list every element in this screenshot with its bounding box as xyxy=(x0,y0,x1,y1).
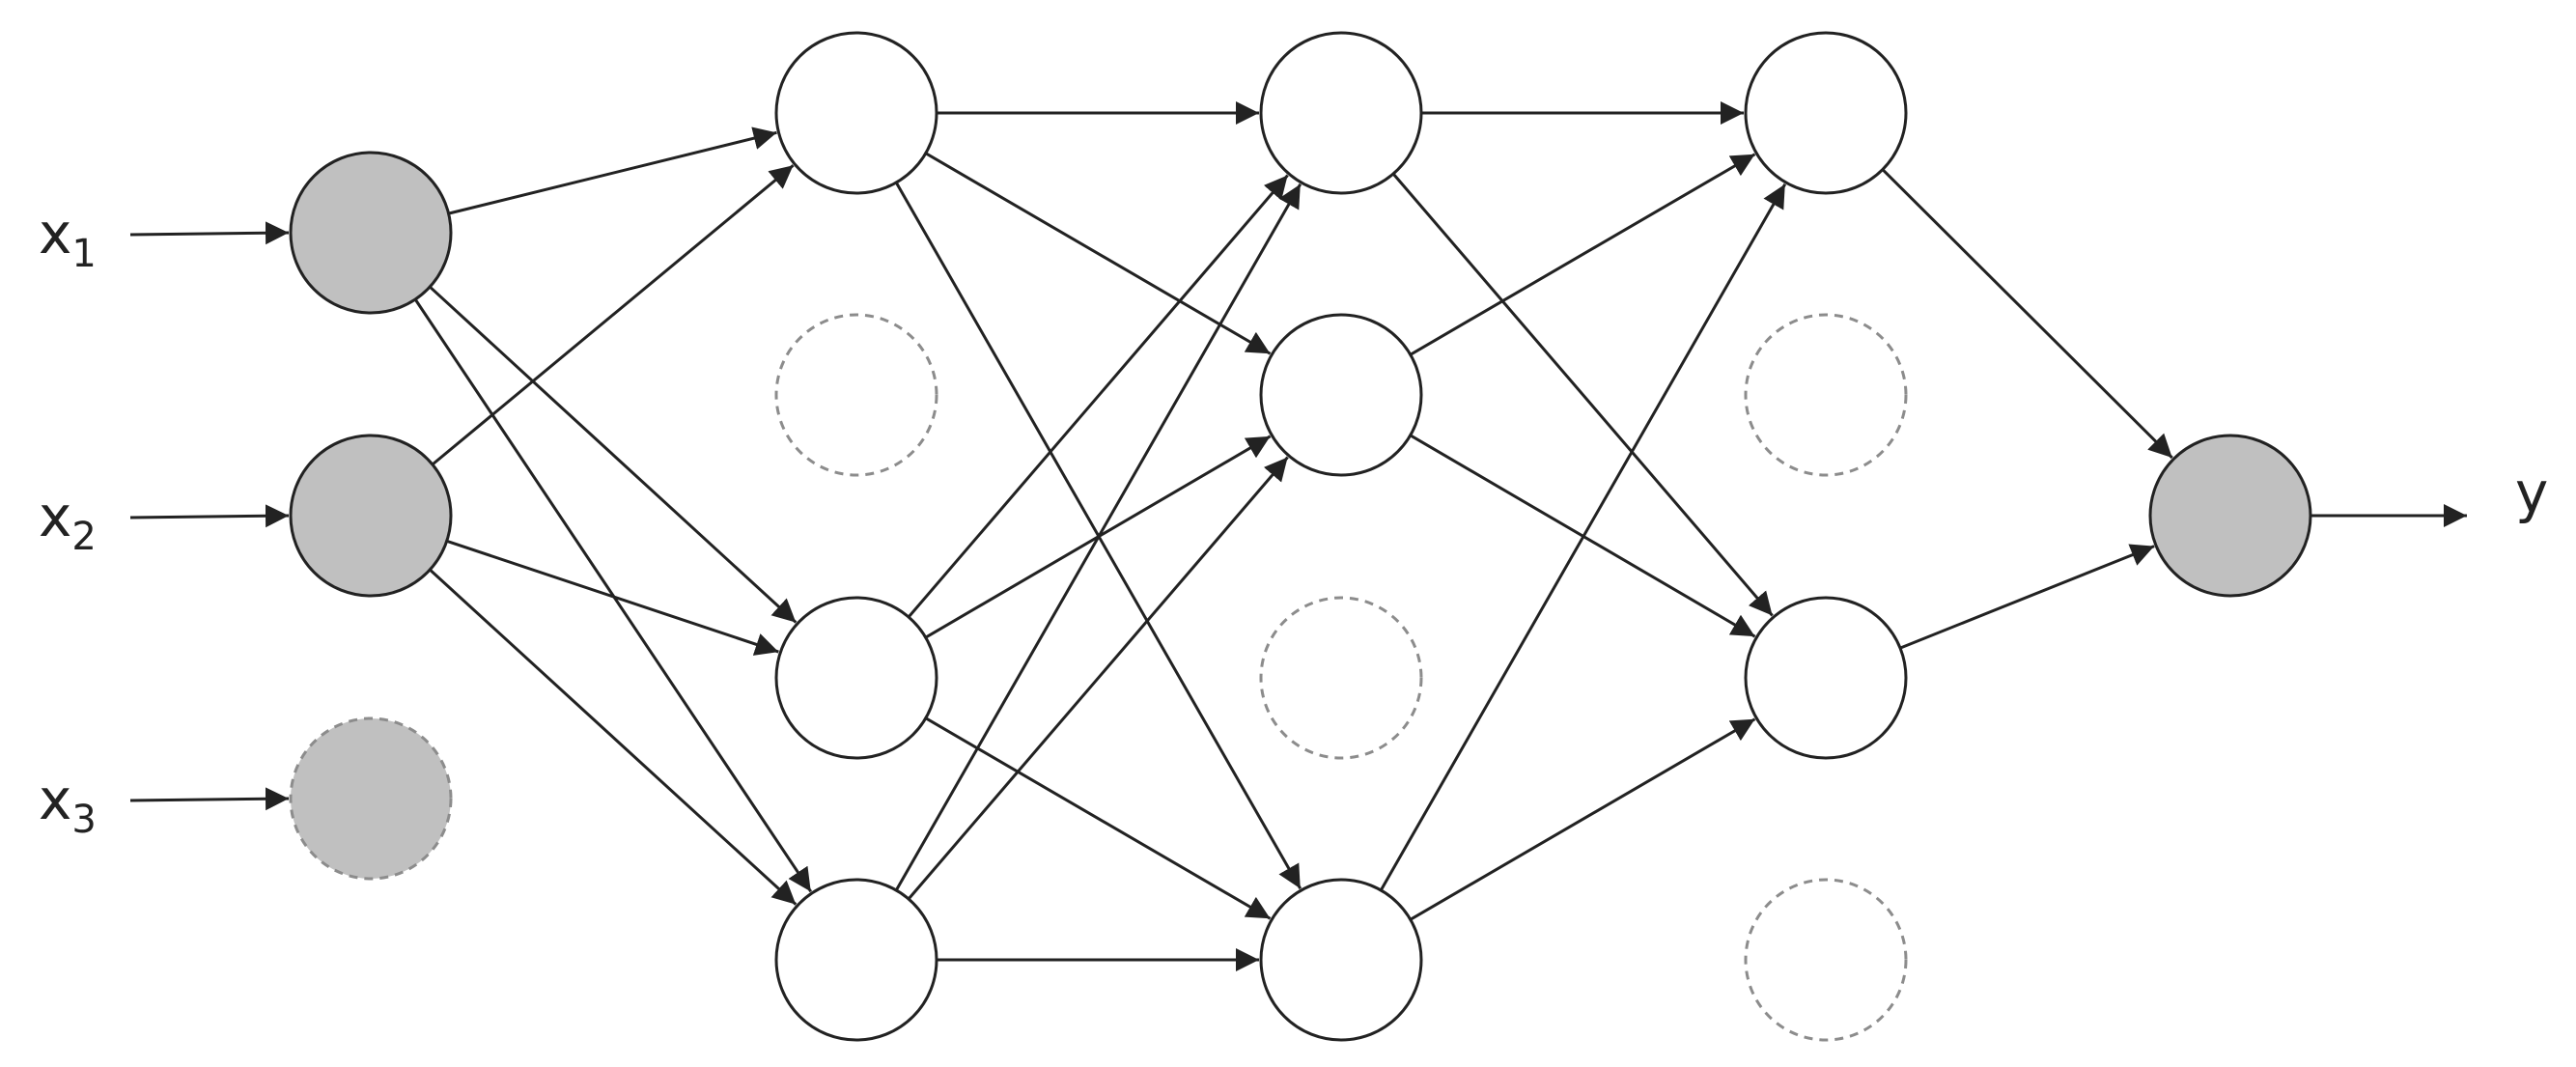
neuron-hidden2-4 xyxy=(1259,878,1423,1042)
neuron-hidden1-3 xyxy=(774,596,938,760)
connection-hidden1-1-to-hidden2-2 xyxy=(924,152,1272,355)
dropped-neuron-hidden3-2 xyxy=(1744,313,1908,477)
input-label-x1-subscript: 1 xyxy=(71,232,96,276)
connection-input-1-to-hidden1-1 xyxy=(448,126,777,215)
input-arrow-1 xyxy=(129,221,290,245)
input-label-x3-subscript: 3 xyxy=(71,798,96,842)
connection-hidden2-1-to-hidden3-3 xyxy=(1391,173,1774,617)
neuron-hidden2-1 xyxy=(1259,31,1423,195)
neuron-input-1 xyxy=(289,151,453,315)
dropped-neuron-input-3 xyxy=(289,716,453,881)
connections-group xyxy=(129,101,2467,971)
connection-hidden1-4-to-hidden2-2 xyxy=(907,456,1289,900)
neuron-hidden3-3 xyxy=(1744,596,1908,760)
connection-hidden1-3-to-hidden2-4 xyxy=(924,716,1272,920)
neuron-hidden1-4 xyxy=(774,878,938,1042)
dropped-neuron-hidden2-3 xyxy=(1259,596,1423,760)
connection-hidden3-1-to-output-1 xyxy=(1881,168,2173,460)
input-arrow-2 xyxy=(129,504,290,528)
input-arrow-3 xyxy=(129,787,290,811)
input-label-x2: x2 xyxy=(39,484,97,559)
dropped-neuron-hidden3-4 xyxy=(1744,878,1908,1042)
connection-hidden2-4-to-hidden3-1 xyxy=(1379,183,1787,891)
connection-input-1-to-hidden1-3 xyxy=(429,285,798,624)
connection-hidden3-3-to-output-1 xyxy=(1899,544,2155,650)
input-label-x1: x1 xyxy=(39,201,97,276)
connection-hidden2-4-to-hidden3-3 xyxy=(1409,717,1756,921)
neuron-output-1 xyxy=(2148,434,2312,598)
connection-input-2-to-hidden1-1 xyxy=(431,164,795,466)
neuron-input-2 xyxy=(289,434,453,598)
input-label-x3: x3 xyxy=(39,767,97,842)
neuron-hidden1-1 xyxy=(774,31,938,195)
neuron-hidden3-1 xyxy=(1744,31,1908,195)
input-label-x2-subscript: 2 xyxy=(71,515,96,559)
output-label-y: y xyxy=(2515,460,2548,525)
connection-hidden2-2-to-hidden3-1 xyxy=(1409,153,1756,356)
neuron-hidden2-2 xyxy=(1259,313,1423,477)
connection-hidden1-4-to-hidden2-1 xyxy=(894,183,1302,891)
dropped-neuron-hidden1-2 xyxy=(774,313,938,477)
connection-input-2-to-hidden1-4 xyxy=(429,568,798,906)
neurons-group xyxy=(289,31,2312,1042)
connection-input-2-to-hidden1-3 xyxy=(446,539,779,656)
connection-hidden1-3-to-hidden2-1 xyxy=(907,174,1289,618)
